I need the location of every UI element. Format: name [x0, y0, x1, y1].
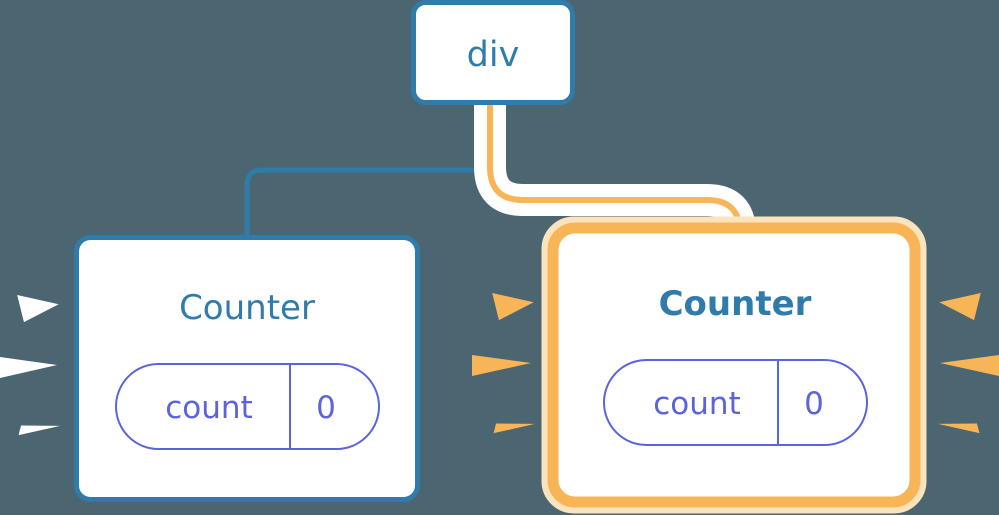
sparkle-group-right-left-side — [472, 293, 536, 434]
sparkle-ray-upper — [17, 295, 59, 323]
prop-value-left: 0 — [316, 390, 336, 426]
sparkle-ray-middle — [940, 355, 999, 376]
node-div[interactable]: div — [411, 0, 575, 105]
sparkle-ray-lower — [18, 425, 61, 436]
sparkle-ray-lower — [937, 423, 980, 434]
edge-div-to-counter-left — [244, 103, 496, 240]
sparkle-group-right-outer — [937, 293, 999, 434]
sparkle-group-left-outer — [0, 295, 61, 436]
node-counter-right-glow — [541, 216, 927, 514]
node-counter-left-box — [74, 235, 420, 502]
node-div-box — [411, 0, 575, 105]
sparkle-ray-upper — [939, 293, 981, 321]
sparkle-ray-middle — [472, 355, 531, 376]
sparkle-ray-lower — [493, 423, 536, 434]
sparkle-ray-middle — [0, 357, 57, 378]
prop-pill-right-outline — [603, 359, 868, 446]
prop-name-right: count — [653, 386, 740, 422]
node-counter-right[interactable]: Counter count 0 — [541, 216, 927, 514]
node-counter-right-label: Counter — [659, 284, 812, 324]
sparkle-ray-upper — [492, 293, 534, 321]
node-counter-left-label: Counter — [179, 288, 315, 328]
node-counter-right-box — [565, 240, 903, 490]
prop-pill-right: count 0 — [603, 359, 868, 446]
prop-value-right: 0 — [804, 386, 824, 422]
prop-name-left: count — [165, 390, 252, 426]
prop-pill-left-outline — [115, 363, 380, 450]
node-counter-left[interactable]: Counter count 0 — [74, 235, 420, 502]
prop-pill-left: count 0 — [115, 363, 380, 450]
node-div-label: div — [467, 35, 520, 75]
